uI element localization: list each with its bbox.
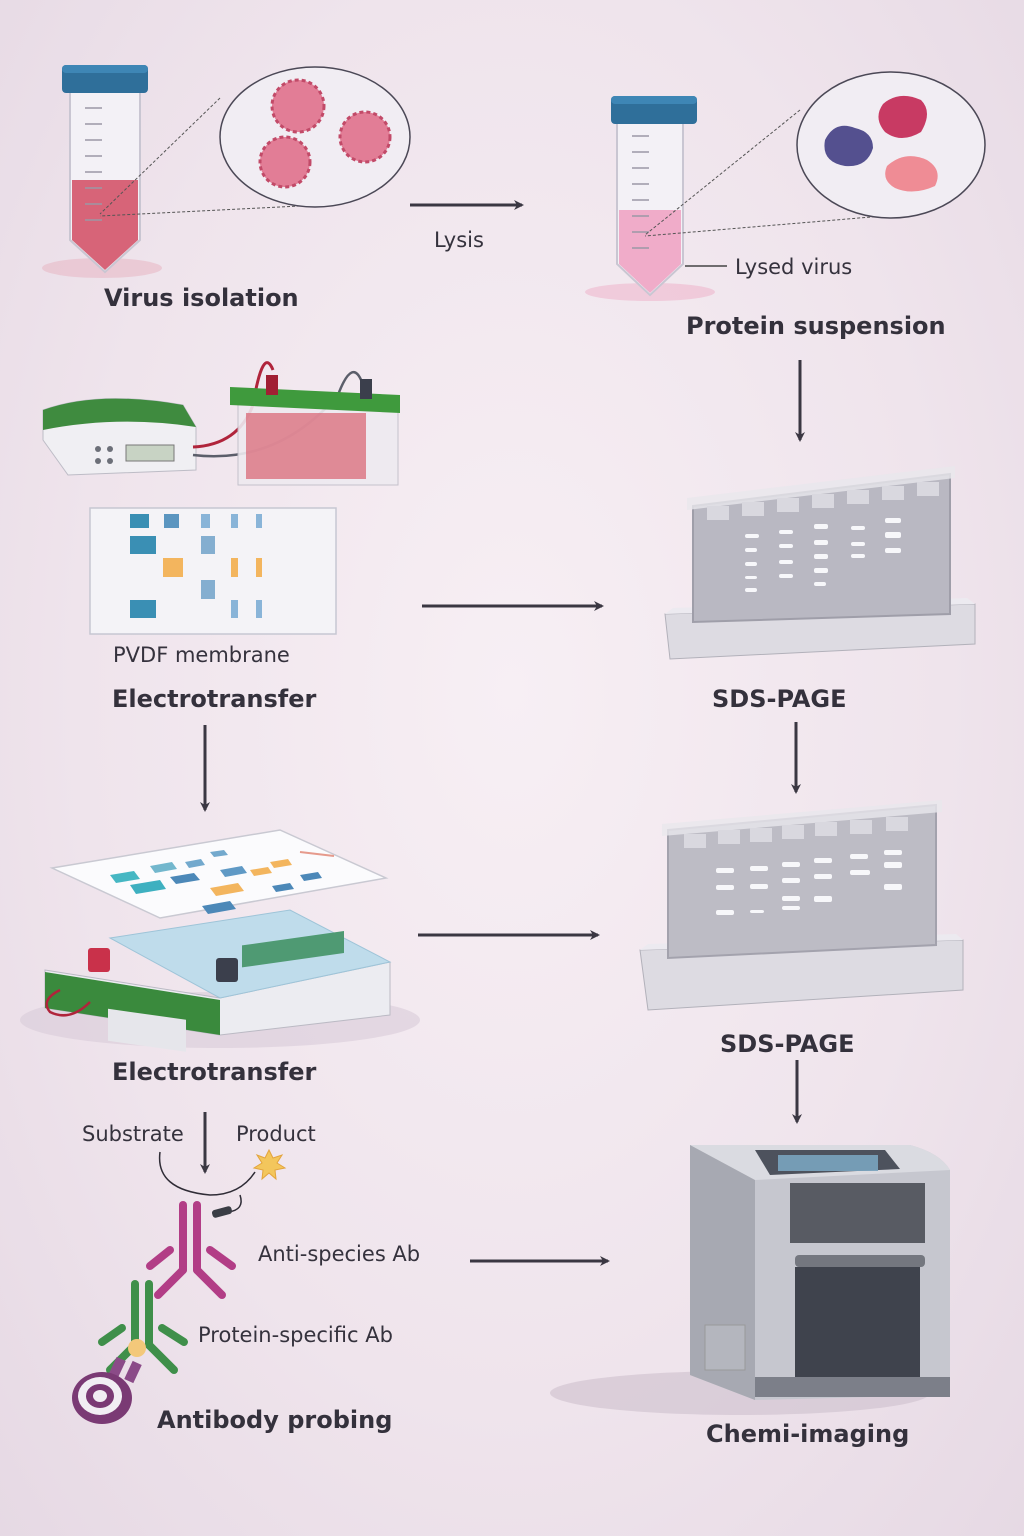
edge-label-lysis: Lysis <box>434 228 484 252</box>
label-substrate: Substrate <box>82 1122 184 1146</box>
label-anti-species-ab: Anti-species Ab <box>258 1242 421 1266</box>
protein-specific-antibody-icon <box>98 1280 188 1374</box>
sds-page-gel-icon <box>639 800 964 1011</box>
step-title-protein-suspension: Protein suspension <box>686 312 946 340</box>
protein-zoom-callout <box>644 71 986 237</box>
virus-particle-icon <box>258 78 392 189</box>
chemi-imager-icon <box>550 1145 950 1415</box>
transfer-membrane-bands <box>110 850 335 914</box>
label-product: Product <box>236 1122 316 1146</box>
product-light-star-icon <box>252 1148 287 1181</box>
protein-aggregate-icon <box>824 125 873 167</box>
protein-aggregate-icon <box>878 95 927 138</box>
virus-isolation-tube-icon <box>42 65 162 278</box>
electrophoresis-power-supply-icon <box>42 361 400 486</box>
step-title-virus-isolation: Virus isolation <box>104 284 299 312</box>
annotation-lysed-virus: Lysed virus <box>735 255 853 279</box>
antibody-probing-icon <box>72 1148 287 1424</box>
sds-page-gel-icon <box>664 466 976 660</box>
label-protein-specific-ab: Protein-specific Ab <box>198 1323 393 1347</box>
electrotransfer-apparatus-icon <box>20 829 420 1052</box>
step-title-sds-page-2: SDS-PAGE <box>720 1030 855 1058</box>
step-title-chemi-imaging: Chemi-imaging <box>706 1420 910 1448</box>
target-protein-disc-icon <box>72 1372 132 1424</box>
annotation-pvdf-membrane: PVDF membrane <box>113 643 290 667</box>
protein-suspension-tube-icon <box>585 96 727 301</box>
step-title-antibody-probing: Antibody probing <box>157 1406 393 1434</box>
step-title-electrotransfer-1: Electrotransfer <box>112 685 317 713</box>
protein-aggregate-icon <box>885 156 938 192</box>
membrane-bands <box>130 514 262 618</box>
gel-bands <box>745 518 901 592</box>
anti-species-antibody-icon <box>146 1201 236 1299</box>
virus-zoom-callout <box>99 66 411 217</box>
gel-bands <box>716 850 902 915</box>
step-title-electrotransfer-2: Electrotransfer <box>112 1058 317 1086</box>
pvdf-membrane-icon <box>89 507 337 635</box>
step-title-sds-page-1: SDS-PAGE <box>712 685 847 713</box>
